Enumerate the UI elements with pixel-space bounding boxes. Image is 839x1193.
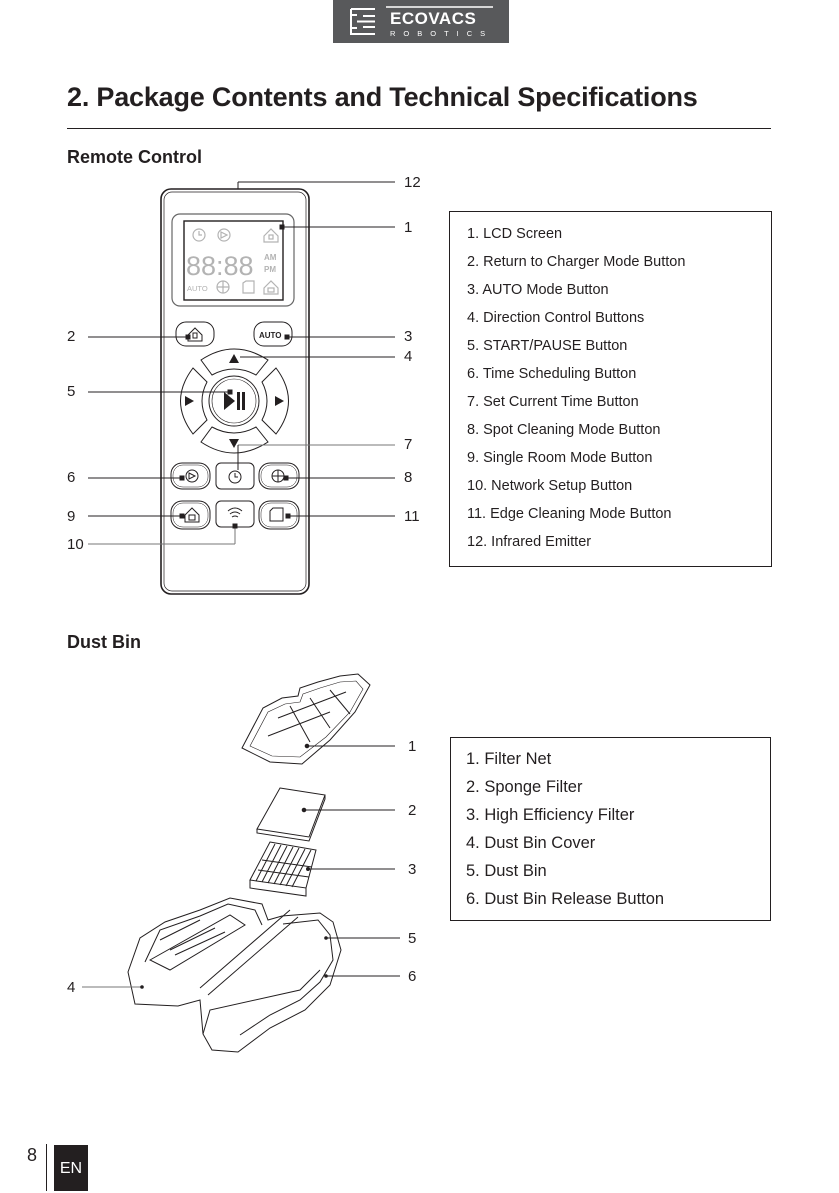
- start-pause-button[interactable]: [208, 375, 260, 427]
- clock-icon: [228, 470, 242, 484]
- spot-cleaning-button[interactable]: [258, 462, 300, 490]
- legend-item: 2. Sponge Filter: [466, 778, 583, 796]
- arrow-up-icon: [229, 354, 239, 363]
- callout-4: 4: [404, 348, 413, 365]
- legend-item: 12. Infrared Emitter: [467, 534, 592, 550]
- brand-name: ECOVACS: [390, 9, 476, 28]
- footer-divider: [46, 1144, 47, 1191]
- direction-up-button[interactable]: [200, 348, 269, 376]
- callout-6: 6: [67, 469, 76, 486]
- legend-item: 10. Network Setup Button: [467, 478, 633, 494]
- ecovacs-e-logo-icon: ECOVACS ROBOTICS: [350, 6, 493, 38]
- sponge-filter-illustration: [256, 787, 326, 842]
- lcd-digits: 88:88: [186, 251, 254, 281]
- callout-8: 8: [404, 469, 413, 486]
- lcd-screen: [171, 213, 295, 307]
- legend-item: 1. Filter Net: [466, 750, 552, 768]
- arrow-right-icon: [275, 396, 284, 406]
- edge-cleaning-button[interactable]: [258, 500, 300, 530]
- lcd-edge-icon: [242, 280, 255, 294]
- legend-item: 6. Dust Bin Release Button: [466, 890, 665, 908]
- legend-item: 4. Dust Bin Cover: [466, 834, 596, 852]
- high-efficiency-filter-illustration: [249, 841, 317, 897]
- callout-12: 12: [404, 174, 421, 191]
- bin-callout-2: 2: [408, 802, 417, 819]
- legend-item: 9. Single Room Mode Button: [467, 450, 653, 466]
- home-charger-icon: [187, 327, 203, 342]
- legend-item: 3. AUTO Mode Button: [467, 282, 609, 298]
- lcd-clock-icon: [192, 228, 206, 242]
- legend-item: 1. LCD Screen: [467, 226, 563, 242]
- direction-left-button[interactable]: [180, 367, 208, 435]
- callout-10: 10: [67, 536, 84, 553]
- language-badge: EN: [54, 1145, 88, 1191]
- bin-callout-5: 5: [408, 930, 417, 947]
- time-scheduling-button[interactable]: [170, 462, 211, 490]
- dust-bin-heading: Dust Bin: [67, 632, 141, 652]
- callout-2: 2: [67, 328, 76, 345]
- legend-item: 4. Direction Control Buttons: [467, 310, 645, 326]
- dust-bin-legend: 1. Filter Net 2. Sponge Filter 3. High E…: [450, 737, 771, 921]
- remote-control-legend: 1. LCD Screen 2. Return to Charger Mode …: [449, 211, 772, 567]
- bin-callout-4: 4: [67, 979, 76, 996]
- lcd-home-icon: [263, 228, 279, 243]
- legend-item: 11. Edge Cleaning Mode Button: [467, 506, 672, 522]
- auto-button[interactable]: [253, 321, 293, 347]
- lcd-am: AM: [264, 253, 277, 262]
- legend-item: 3. High Efficiency Filter: [466, 806, 635, 824]
- callout-5: 5: [67, 383, 76, 400]
- arrow-left-icon: [185, 396, 194, 406]
- bin-callout-6: 6: [408, 968, 417, 985]
- bin-callout-3: 3: [408, 861, 417, 878]
- lcd-room-icon: [263, 280, 279, 295]
- edge-square-icon: [269, 507, 284, 522]
- return-charger-button[interactable]: [175, 321, 215, 347]
- brand-sub: ROBOTICS: [390, 29, 493, 38]
- legend-item: 5. Dust Bin: [466, 862, 547, 880]
- arrow-down-icon: [229, 439, 239, 448]
- lcd-auto: AUTO: [187, 284, 208, 293]
- callout-3: 3: [404, 328, 413, 345]
- page-number: 8: [27, 1145, 38, 1165]
- filter-net-illustration: [241, 673, 371, 765]
- ecovacs-logo: ECOVACS ROBOTICS: [333, 0, 509, 43]
- bin-callout-1: 1: [408, 738, 417, 755]
- lcd-pm: PM: [264, 265, 276, 274]
- set-time-button[interactable]: [215, 462, 255, 490]
- legend-item: 2. Return to Charger Mode Button: [467, 254, 686, 270]
- page-title: 2. Package Contents and Technical Specif…: [67, 82, 698, 112]
- lcd-scheduling-icon: [217, 228, 231, 242]
- callout-7: 7: [404, 436, 413, 453]
- callout-11: 11: [404, 508, 420, 525]
- remote-control-heading: Remote Control: [67, 147, 202, 167]
- legend-item: 7. Set Current Time Button: [467, 394, 639, 410]
- callout-1: 1: [404, 219, 413, 236]
- single-room-house-icon: [184, 507, 200, 523]
- single-room-button[interactable]: [170, 500, 211, 530]
- play-pause-icon: [224, 392, 245, 410]
- legend-item: 8. Spot Cleaning Mode Button: [467, 422, 661, 438]
- scheduling-icon: [185, 469, 199, 483]
- title-divider: [67, 128, 771, 129]
- dust-bin-illustration: [127, 897, 342, 1053]
- legend-item: 5. START/PAUSE Button: [467, 338, 628, 354]
- wifi-icon: [227, 507, 243, 518]
- callout-9: 9: [67, 508, 76, 525]
- direction-down-button[interactable]: [200, 426, 269, 454]
- auto-button-label: AUTO: [259, 331, 282, 340]
- direction-right-button[interactable]: [261, 367, 289, 435]
- legend-item: 6. Time Scheduling Button: [467, 366, 637, 382]
